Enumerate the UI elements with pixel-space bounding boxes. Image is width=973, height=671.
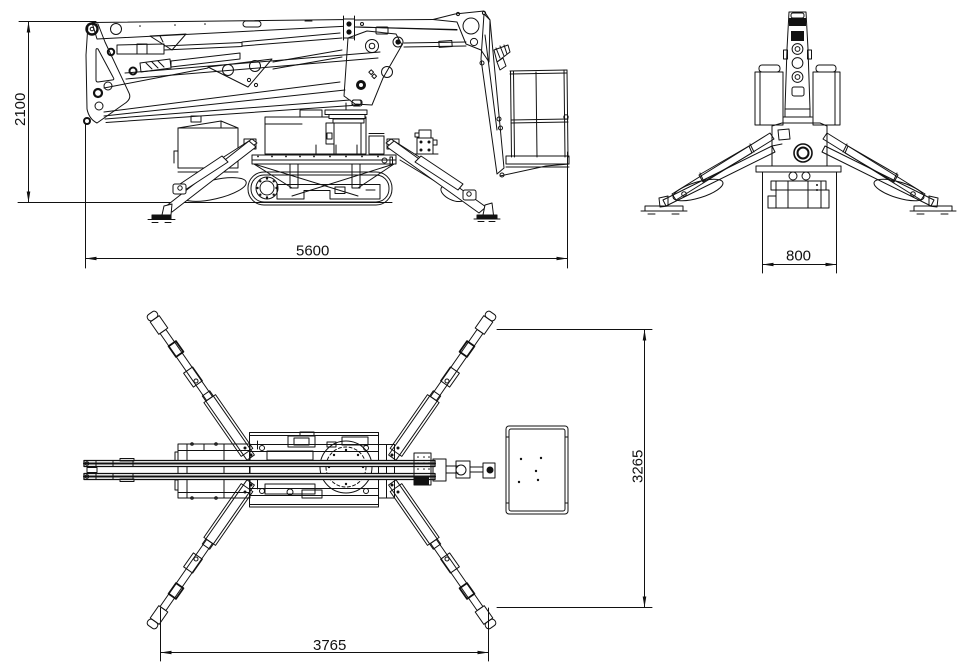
- svg-text:800: 800: [786, 248, 811, 265]
- svg-text:3765: 3765: [313, 637, 346, 654]
- svg-text:5600: 5600: [296, 243, 329, 260]
- svg-text:3265: 3265: [630, 450, 647, 483]
- svg-text:2100: 2100: [12, 93, 29, 126]
